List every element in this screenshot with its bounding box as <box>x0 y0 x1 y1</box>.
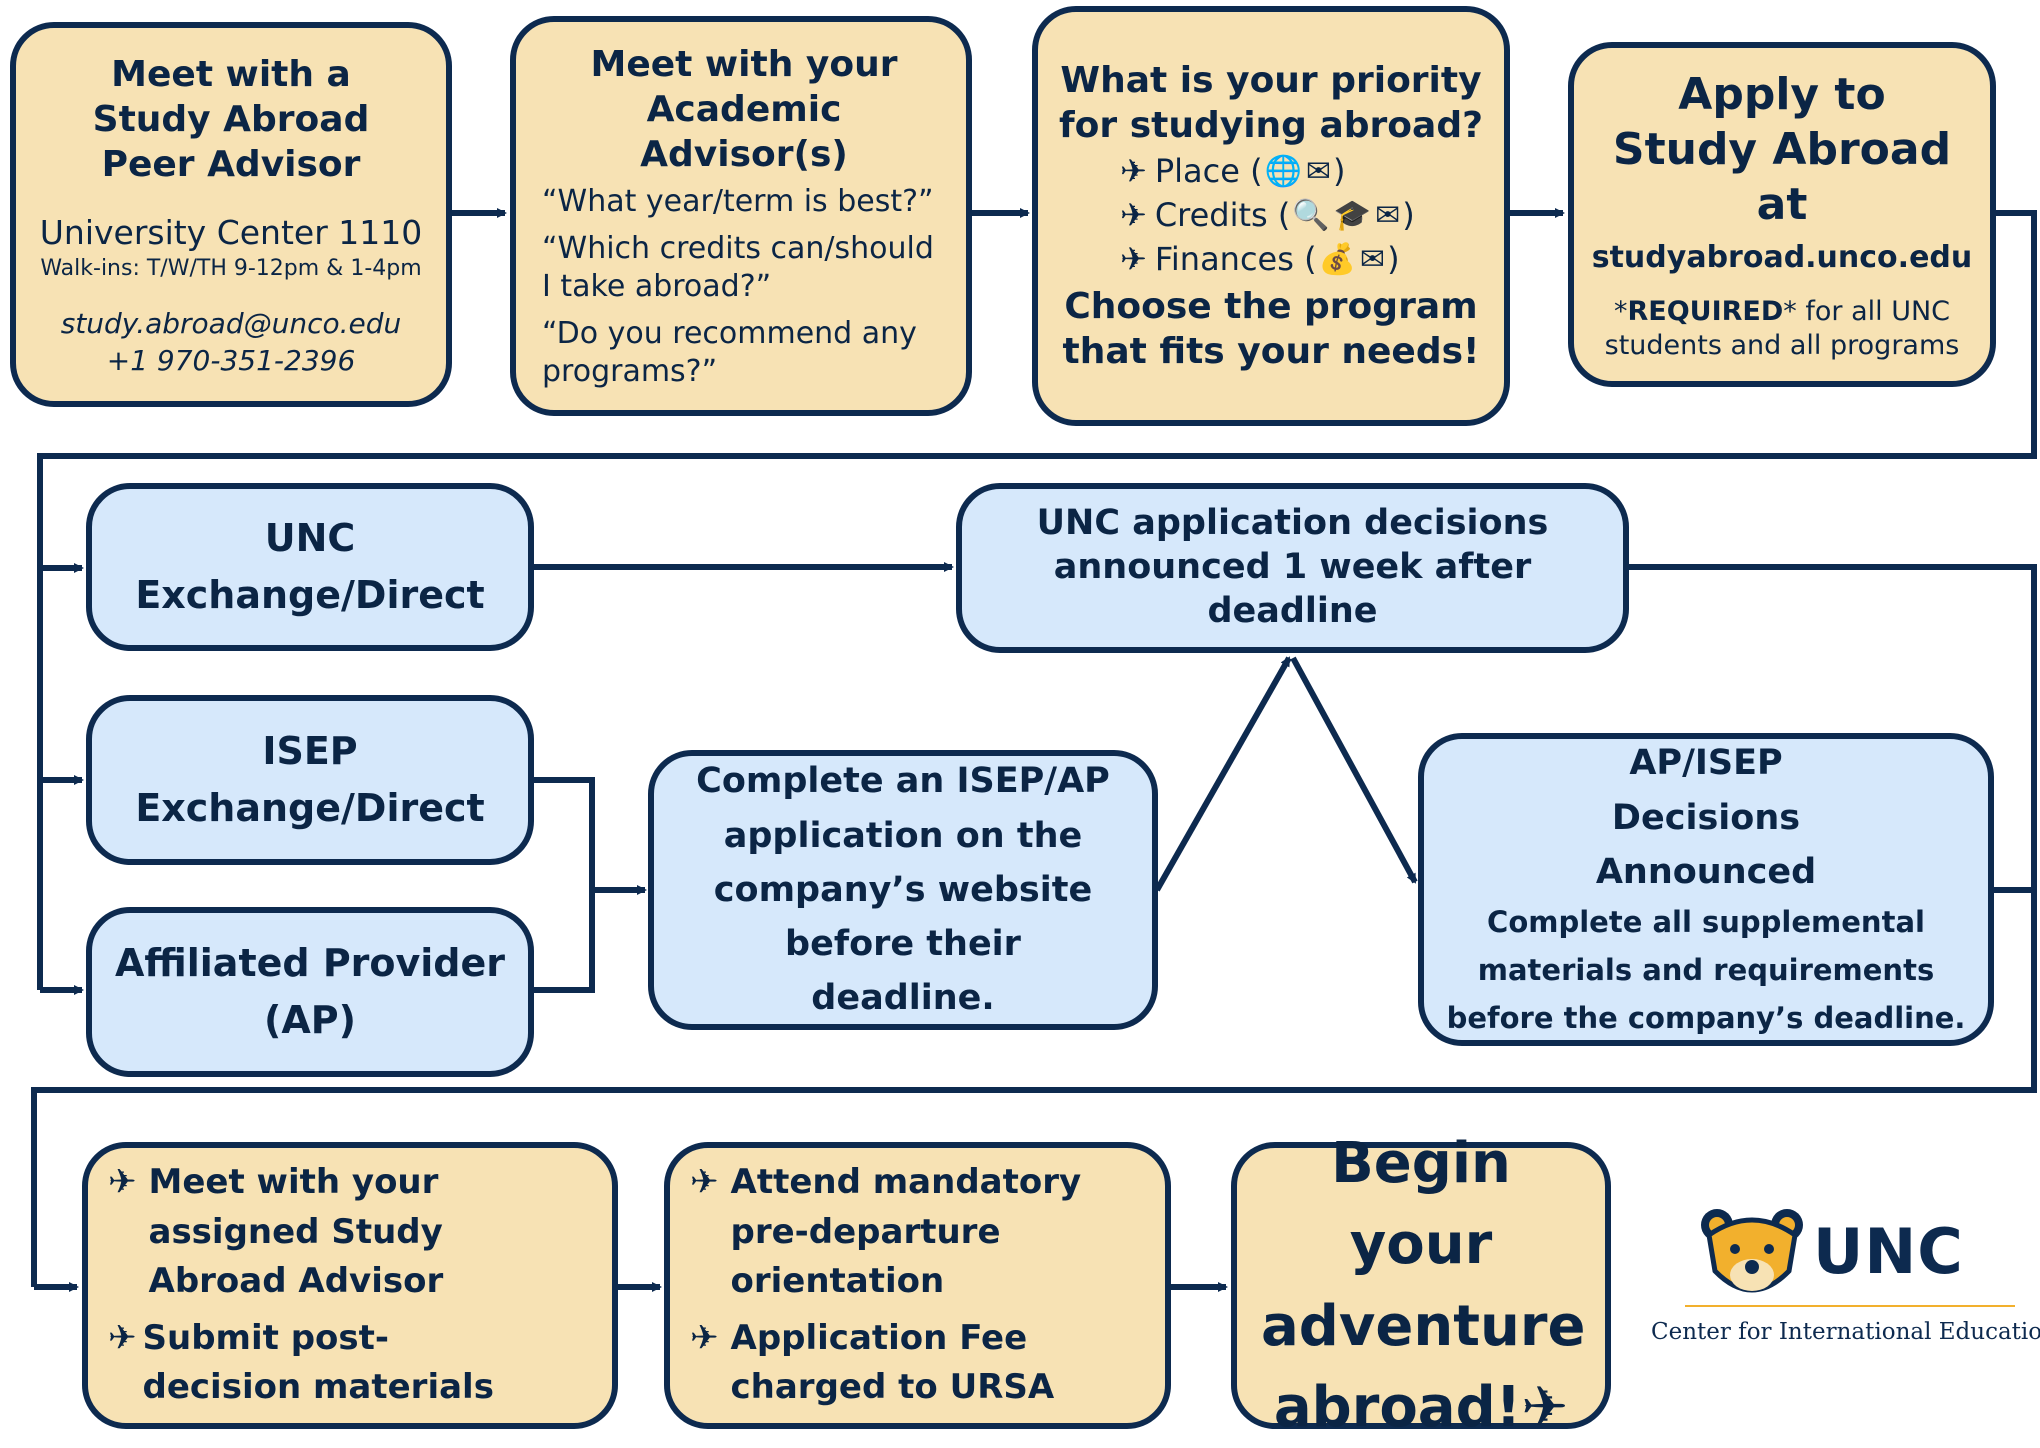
complete-application-box: Complete an ISEP/AP application on the c… <box>648 750 1158 1030</box>
arrow-complete-decisions <box>1154 656 1292 892</box>
orientation-item-2: ✈ Application Fee charged to URSA <box>690 1314 1151 1413</box>
airplane-icon: ✈ <box>108 1318 137 1359</box>
academic-advisor-question-3: “Do you recommend any programs?” <box>542 316 917 389</box>
isep-line-1: ISEP <box>262 728 358 773</box>
peer-advisor-phone: +1 970-351-2396 <box>106 344 356 377</box>
connector-isep-ap <box>533 777 595 993</box>
ap-line-2: (AP) <box>264 998 356 1042</box>
branch-affiliated-provider: Affiliated Provider (AP) <box>86 907 534 1077</box>
mail-icon: ✉ <box>1359 241 1386 277</box>
apisep-decisions-box: AP/ISEP Decisions Announced Complete all… <box>1418 733 1994 1046</box>
globe-icon: 🌐 <box>1264 153 1302 189</box>
peer-advisor-email[interactable]: study.abroad@unco.edu <box>60 307 402 340</box>
branch-isep-exchange: ISEP Exchange/Direct <box>86 695 534 865</box>
peer-advisor-title: Meet with a Study Abroad Peer Advisor <box>92 54 370 185</box>
priority-title: What is your priority for studying abroa… <box>1059 60 1483 146</box>
unc-line-2: Exchange/Direct <box>135 573 485 617</box>
mail-icon: ✉ <box>1305 153 1332 189</box>
meet-assigned-advisor-box: ✈ Meet with your assigned Study Abroad A… <box>82 1142 618 1429</box>
unc-line-1: UNC <box>264 515 356 560</box>
step-priority: What is your priority for studying abroa… <box>1032 6 1510 426</box>
peer-advisor-hours: Walk-ins: T/W/TH 9-12pm & 1-4pm <box>40 256 422 281</box>
apply-title: Apply to Study Abroad at <box>1612 68 1952 230</box>
apply-url[interactable]: studyabroad.unco.edu <box>1591 239 1973 275</box>
academic-advisor-question-1: “What year/term is best?” <box>542 183 934 219</box>
step-peer-advisor: Meet with a Study Abroad Peer Advisor Un… <box>10 22 452 407</box>
academic-advisor-title: Meet with your Academic Advisor(s) <box>590 43 898 175</box>
apply-required: *REQUIRED* for all UNC students and all … <box>1604 295 1960 361</box>
priority-credits: ✈ Credits ( 🔍 🎓 ✉ ) <box>1120 196 1415 234</box>
unc-logo: UNC Center for International Education <box>1645 1205 2040 1355</box>
complete-application-text: Complete an ISEP/AP application on the c… <box>696 761 1110 1019</box>
connector-to-final-row <box>31 564 2037 1287</box>
bear-icon <box>1701 1209 1803 1293</box>
meet-assigned-item-1: ✈ Meet with your assigned Study Abroad A… <box>108 1158 569 1306</box>
logo-subtitle: Center for International Education <box>1651 1319 2040 1345</box>
airplane-icon: ✈ <box>690 1318 719 1359</box>
unc-decisions-box: UNC application decisions announced 1 we… <box>956 483 1629 653</box>
apisep-decisions-body: Complete all supplemental materials and … <box>1446 905 1966 1035</box>
airplane-icon: ✈ <box>1120 240 1147 278</box>
logo-divider <box>1685 1305 2015 1307</box>
money-bag-icon: 💰 <box>1318 241 1356 277</box>
priority-place: ✈ Place ( 🌐 ✉ ) <box>1120 152 1346 190</box>
academic-advisor-question-2: “Which credits can/should I take abroad?… <box>542 231 934 304</box>
orientation-box: ✈ Attend mandatory pre-departure orienta… <box>664 1142 1171 1429</box>
airplane-icon: ✈ <box>1521 1374 1569 1440</box>
unc-decisions-text: UNC application decisions announced 1 we… <box>1036 503 1549 631</box>
step-academic-advisor: Meet with your Academic Advisor(s) “What… <box>510 16 972 416</box>
airplane-icon: ✈ <box>108 1162 137 1203</box>
airplane-icon: ✈ <box>1120 152 1147 190</box>
connector-to-branches <box>37 210 2037 990</box>
isep-line-2: Exchange/Direct <box>135 786 485 830</box>
priority-footer: Choose the program that fits your needs! <box>1062 286 1480 372</box>
mail-icon: ✉ <box>1375 197 1401 233</box>
ap-line-1: Affiliated Provider <box>114 940 506 985</box>
begin-adventure-box: Begin your adventure abroad!✈ <box>1231 1131 1611 1440</box>
begin-adventure-text: Begin your adventure abroad!✈ <box>1261 1131 1586 1440</box>
graduation-cap-icon: 🎓 <box>1333 197 1372 233</box>
priority-finances: ✈ Finances ( 💰 ✉ ) <box>1120 240 1400 278</box>
step-apply: Apply to Study Abroad at studyabroad.unc… <box>1568 42 1996 387</box>
airplane-icon: ✈ <box>690 1162 719 1203</box>
branch-unc-exchange: UNC Exchange/Direct <box>86 483 534 651</box>
airplane-icon: ✈ <box>1120 196 1147 234</box>
arrow-decisions-apisep <box>1290 656 1418 884</box>
orientation-item-1: ✈ Attend mandatory pre-departure orienta… <box>690 1158 1161 1306</box>
peer-advisor-location: University Center 1110 <box>39 213 423 252</box>
unc-wordmark: UNC <box>1813 1215 1964 1288</box>
meet-assigned-item-2: ✈ Submit post-decision materials <box>108 1314 523 1413</box>
apisep-decisions-title: AP/ISEP Decisions Announced <box>1595 743 1817 892</box>
magnifier-icon: 🔍 <box>1292 197 1330 233</box>
